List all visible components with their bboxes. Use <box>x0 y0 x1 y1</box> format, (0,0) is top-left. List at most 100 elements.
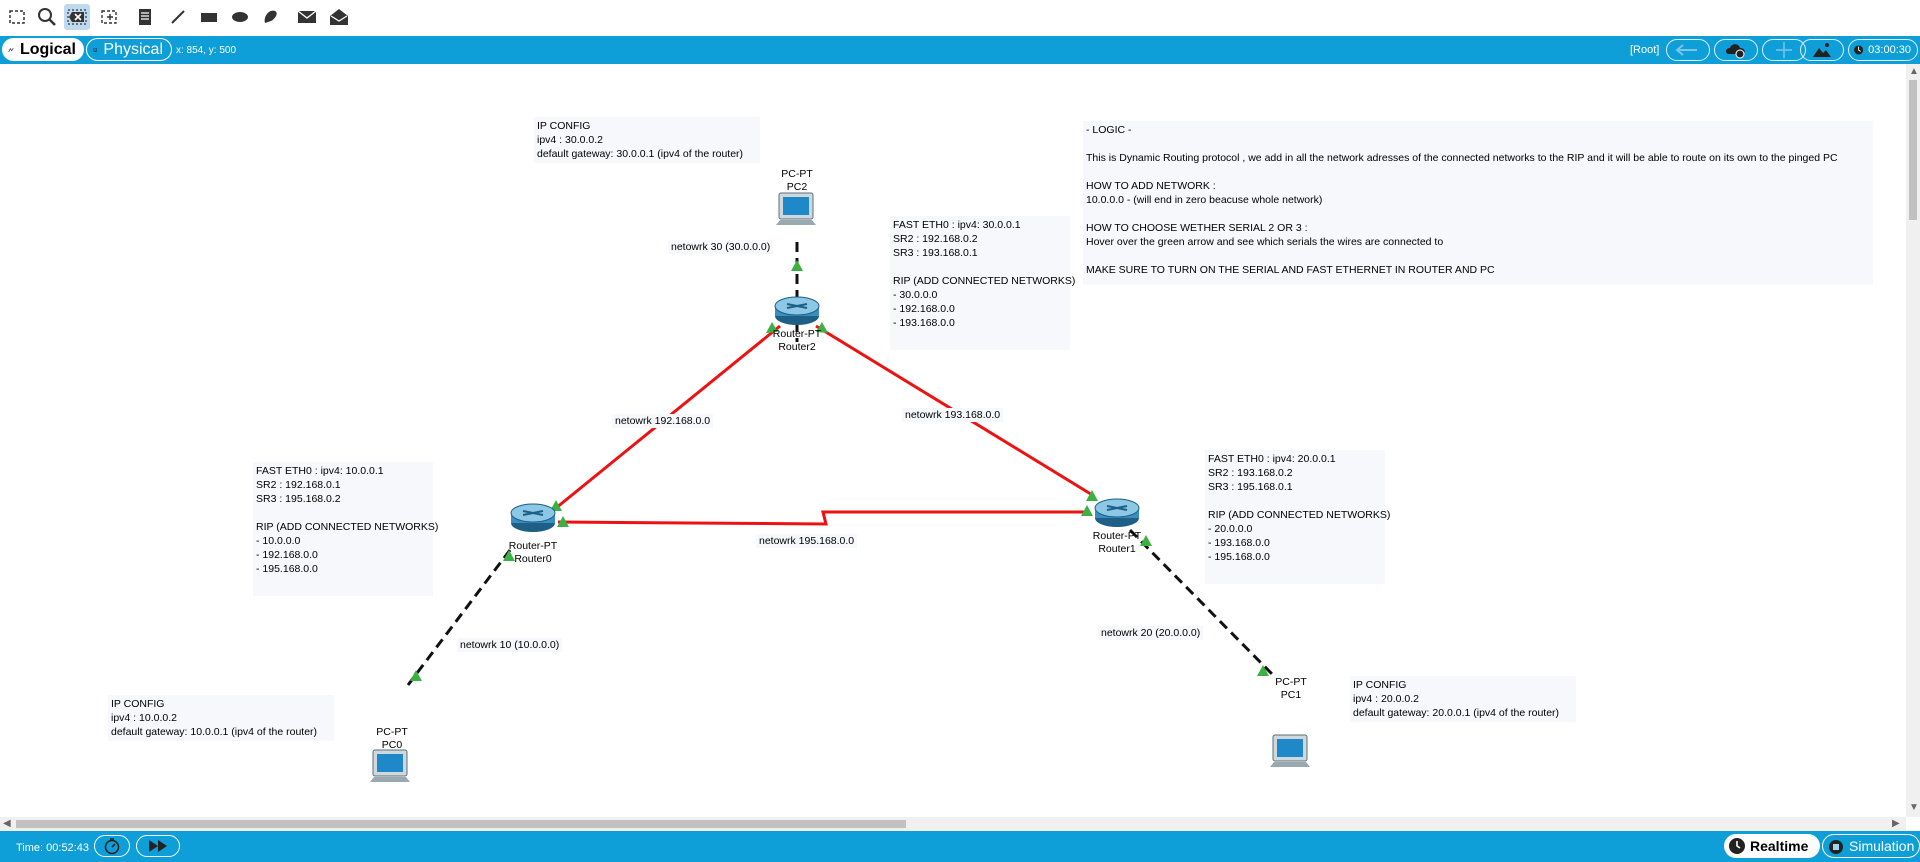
logical-view-icon <box>8 47 14 52</box>
back-navigation-button[interactable] <box>1666 39 1710 61</box>
pc1-label[interactable]: PC-PT PC1 <box>1275 676 1307 702</box>
physical-view-label: Physical <box>103 40 163 58</box>
realtime-mode-button[interactable]: Realtime <box>1724 834 1820 858</box>
set-background-button[interactable] <box>1800 39 1844 61</box>
add-complex-pdu-icon[interactable] <box>326 4 352 30</box>
note-pc1-ip-config[interactable]: IP CONFIG ipv4 : 20.0.0.2 default gatewa… <box>1350 676 1576 722</box>
note-pc0-ip-config[interactable]: IP CONFIG ipv4 : 10.0.0.2 default gatewa… <box>108 695 334 741</box>
port-up-icon[interactable] <box>1257 665 1269 676</box>
link-router0-router1[interactable] <box>557 510 1090 526</box>
stopwatch-icon <box>104 838 120 855</box>
physical-view-icon <box>93 47 97 52</box>
port-up-icon[interactable] <box>503 550 515 561</box>
viewport-clock[interactable]: 03:00:30 <box>1848 39 1918 61</box>
landscape-image-icon <box>1813 43 1831 57</box>
pc0-label[interactable]: PC-PT PC0 <box>376 726 408 752</box>
draw-line-icon[interactable] <box>165 4 191 30</box>
freeform-icon[interactable] <box>258 4 284 30</box>
horizontal-scrollbar[interactable]: ◀ ▶ <box>0 817 1906 831</box>
port-up-icon[interactable] <box>766 322 778 333</box>
router1-name: Router1 <box>1098 543 1136 555</box>
link-label-net193[interactable]: netowrk 193.168.0.0 <box>902 408 1004 422</box>
vertical-scrollbar[interactable]: ▲ ▼ <box>1906 64 1920 817</box>
link-label-net192[interactable]: netowrk 192.168.0.0 <box>612 414 714 428</box>
router2-label[interactable]: Router-PT Router2 <box>773 328 821 354</box>
port-up-icon[interactable] <box>1086 490 1098 501</box>
port-up-icon[interactable] <box>557 516 569 527</box>
resize-shape-icon[interactable] <box>96 4 122 30</box>
pc0-name: PC0 <box>381 739 403 751</box>
simulation-bottom-bar: Time: 00:52:43 Realtime Simulation <box>0 831 1920 862</box>
router-icon[interactable] <box>774 296 820 325</box>
pc-icon[interactable] <box>776 192 816 225</box>
router0-type: Router-PT <box>508 540 558 552</box>
router-icon[interactable] <box>1094 498 1140 527</box>
inspect-magnifier-icon[interactable] <box>34 4 60 30</box>
link-label-net20[interactable]: netowrk 20 (20.0.0.0) <box>1098 626 1204 640</box>
pc0-type: PC-PT <box>376 726 408 738</box>
simulation-mode-button[interactable]: Simulation <box>1822 834 1920 858</box>
router2-type: Router-PT <box>772 328 822 340</box>
port-up-icon[interactable] <box>816 322 828 333</box>
place-note-icon[interactable] <box>132 4 158 30</box>
link-router0-pc0[interactable] <box>406 549 512 686</box>
viewport-globe-icon <box>1854 45 1864 55</box>
draw-rectangle-icon[interactable] <box>196 4 222 30</box>
physical-view-button[interactable]: Physical <box>86 38 172 61</box>
note-router0-config[interactable]: FAST ETH0 : ipv4: 10.0.0.1 SR2 : 192.168… <box>253 462 438 596</box>
port-up-icon[interactable] <box>1140 535 1152 546</box>
logical-view-button[interactable]: Logical <box>2 38 84 61</box>
pc2-label[interactable]: PC-PT PC2 <box>781 168 813 194</box>
link-label-net10[interactable]: netowrk 10 (10.0.0.0) <box>457 638 563 652</box>
fast-forward-icon <box>149 840 167 852</box>
scroll-down-icon[interactable]: ▼ <box>1909 802 1919 813</box>
link-label-net195[interactable]: netowrk 195.168.0.0 <box>756 534 858 548</box>
back-arrow-icon <box>1675 44 1697 56</box>
router1-label[interactable]: Router-PT Router1 <box>1093 530 1141 556</box>
logical-workspace-canvas[interactable]: PC-PT PC2 Router-PT Router2 Router-PT Ro… <box>0 64 1906 817</box>
router-icon[interactable] <box>510 503 556 532</box>
topology-drawing <box>370 192 1310 782</box>
pc2-type: PC-PT <box>781 168 813 180</box>
delete-icon[interactable] <box>64 4 90 30</box>
router0-name: Router0 <box>514 553 552 565</box>
cloud-cluster-icon <box>1726 44 1745 59</box>
horizontal-scroll-thumb[interactable] <box>16 820 906 828</box>
pc2-name: PC2 <box>786 181 808 193</box>
pc-icon[interactable] <box>370 749 410 782</box>
add-simple-pdu-icon[interactable] <box>294 4 320 30</box>
router1-type: Router-PT <box>1092 530 1142 542</box>
realtime-label: Realtime <box>1750 838 1809 854</box>
port-up-icon[interactable] <box>791 260 803 271</box>
simulation-stopwatch-icon <box>1829 840 1843 854</box>
router0-label[interactable]: Router-PT Router0 <box>509 540 557 566</box>
draw-ellipse-icon[interactable] <box>227 4 253 30</box>
main-toolbar <box>0 0 1920 36</box>
note-router2-config[interactable]: FAST ETH0 : ipv4: 30.0.0.1 SR2 : 192.168… <box>890 216 1075 350</box>
router2-name: Router2 <box>778 341 816 353</box>
port-up-icon[interactable] <box>1081 505 1093 516</box>
scroll-left-icon[interactable]: ◀ <box>3 818 11 829</box>
scroll-right-icon[interactable]: ▶ <box>1892 818 1900 829</box>
port-up-icon[interactable] <box>410 670 422 681</box>
select-tool-icon[interactable] <box>4 4 30 30</box>
fast-forward-time-button[interactable] <box>136 835 180 857</box>
note-pc2-ip-config[interactable]: IP CONFIG ipv4 : 30.0.0.2 default gatewa… <box>534 117 760 163</box>
pc1-name: PC1 <box>1280 689 1302 701</box>
link-label-net30[interactable]: netowrk 30 (30.0.0.0) <box>668 240 774 254</box>
pc-icon[interactable] <box>1270 734 1310 767</box>
cursor-coordinates: x: 854, y: 500 <box>176 45 237 56</box>
vertical-scroll-thumb[interactable] <box>1909 80 1917 220</box>
note-logic[interactable]: - LOGIC - This is Dynamic Routing protoc… <box>1083 121 1873 285</box>
move-icon <box>1776 42 1792 58</box>
realtime-clock-icon <box>1729 838 1745 854</box>
link-router1-pc1[interactable] <box>1128 528 1274 676</box>
cluster-button[interactable] <box>1714 39 1758 61</box>
root-breadcrumb[interactable]: [Root] <box>1630 44 1660 56</box>
port-up-icon[interactable] <box>550 500 562 511</box>
note-router1-config[interactable]: FAST ETH0 : ipv4: 20.0.0.1 SR2 : 193.168… <box>1205 450 1390 584</box>
power-cycle-devices-button[interactable] <box>94 835 130 857</box>
simulation-label: Simulation <box>1849 838 1915 854</box>
scroll-up-icon[interactable]: ▲ <box>1909 66 1919 77</box>
clock-time: 03:00:30 <box>1868 44 1911 56</box>
